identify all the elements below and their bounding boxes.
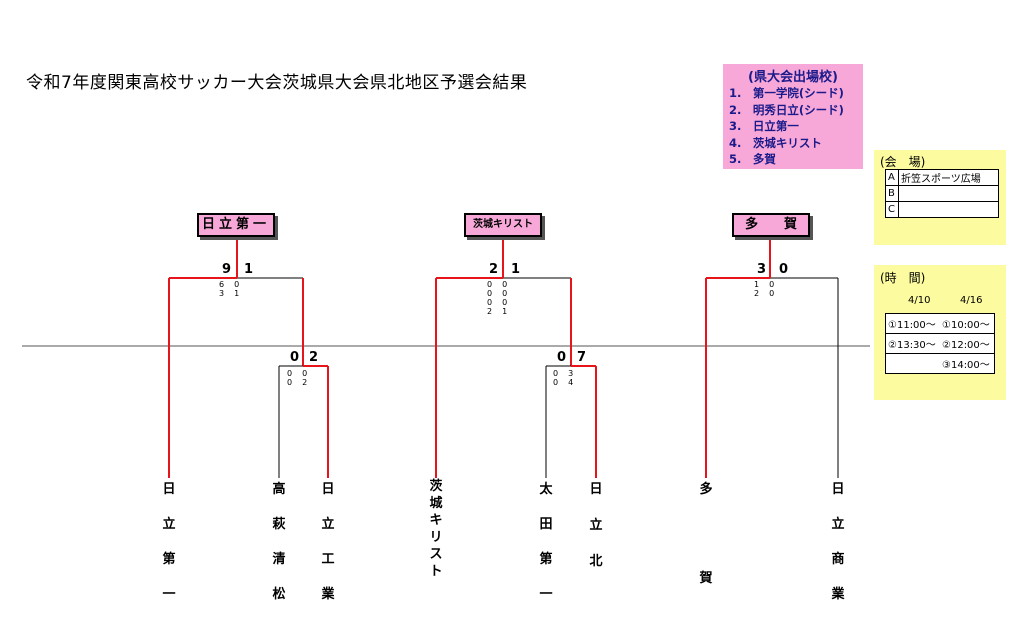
final-score-left: 9: [222, 262, 232, 277]
qualified-heading: (県大会出場校): [748, 70, 838, 85]
final-halves: 0 0 0 0 0 0 2 1: [487, 280, 509, 316]
semi-score-left: 0: [557, 350, 567, 365]
qualified-item: 3. 日立第一: [729, 119, 799, 133]
time-cell: [885, 353, 940, 374]
team-name: 高萩清松: [272, 482, 286, 602]
qualified-item: 2. 明秀日立(シード): [729, 102, 844, 117]
winner-box-1: 日立第一: [197, 213, 275, 237]
semi-score-right: 2: [309, 350, 319, 365]
final-halves: 1 0 2 0: [754, 280, 776, 298]
semi-halves: 0 0 0 2: [287, 369, 309, 387]
bracket-2-lines: [435, 236, 597, 478]
final-score-left: 3: [757, 262, 767, 277]
bracket-3-lines: [705, 236, 839, 478]
final-score-left: 2: [489, 262, 499, 277]
winner-box-3: 多 賀: [732, 213, 810, 237]
final-score-right: 1: [511, 262, 521, 277]
qualified-item: 1. 第一学院(シード): [729, 86, 844, 100]
times-table: ①11:00～①10:00～ ②13:30～②12:00～ ③14:00～: [885, 313, 995, 374]
venue-row: C: [885, 201, 999, 218]
times-heading: (時 間): [880, 271, 926, 285]
qualified-item: 4. 茨城キリスト: [729, 135, 822, 150]
semi-halves: 0 3 0 4: [553, 369, 575, 387]
team-name: 多賀: [699, 482, 713, 586]
final-score-right: 0: [779, 262, 789, 277]
final-score-right: 1: [244, 262, 254, 277]
final-halves: 6 0 3 1: [219, 280, 241, 298]
qualified-schools-box: (県大会出場校) 1. 第一学院(シード) 2. 明秀日立(シード) 3. 日立…: [723, 64, 863, 169]
team-name: 日立北: [589, 482, 603, 569]
team-name: 日立第一: [162, 482, 176, 602]
venue-value: [898, 201, 999, 218]
page-title: 令和7年度関東高校サッカー大会茨城県大会県北地区予選会結果: [26, 73, 528, 93]
bracket-1-lines: [168, 236, 329, 478]
team-name: 茨城キリスト: [429, 479, 443, 579]
semi-score-right: 7: [577, 350, 587, 365]
times-row: ②13:30～②12:00～: [885, 333, 995, 354]
times-row: ③14:00～: [885, 353, 995, 374]
team-name: 日立工業: [321, 482, 335, 602]
date-label: 4/16: [960, 295, 983, 306]
semi-score-left: 0: [290, 350, 300, 365]
times-box: (時 間) 4/10 4/16 ①11:00～①10:00～ ②13:30～②1…: [874, 265, 1006, 400]
qualified-item: 5. 多賀: [729, 152, 776, 166]
time-cell: ③14:00～: [940, 353, 995, 374]
date-label: 4/10: [908, 295, 931, 306]
team-name: 日立商業: [831, 482, 845, 602]
venue-heading: (会 場): [880, 155, 926, 169]
team-name: 太田第一: [539, 482, 553, 602]
winner-box-2: 茨城キリスト: [464, 213, 542, 237]
